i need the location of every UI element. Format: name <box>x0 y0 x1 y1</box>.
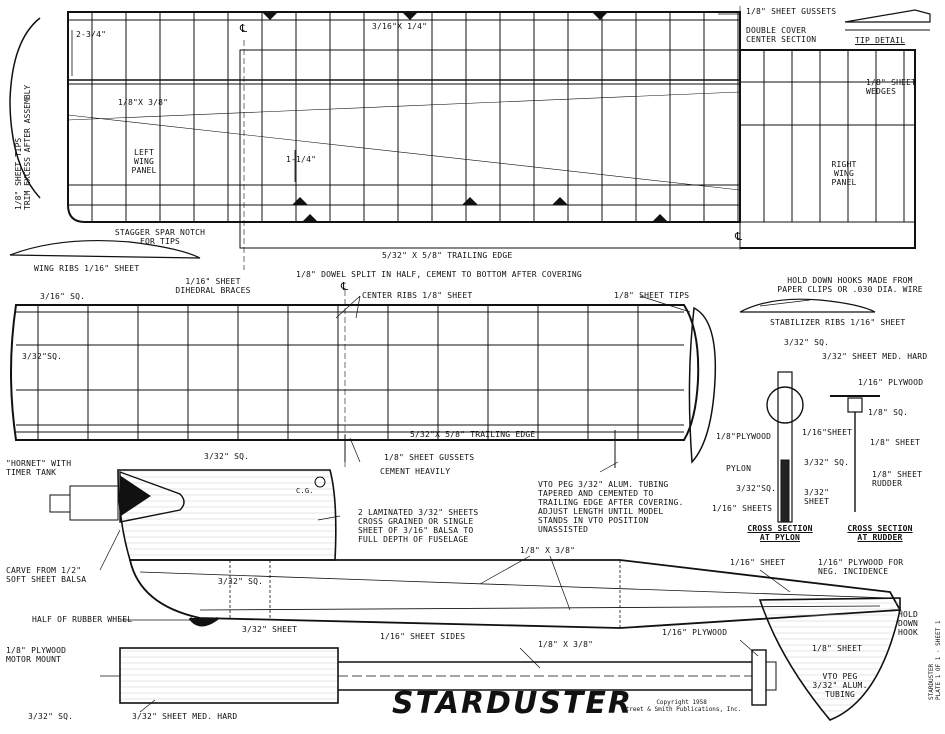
label-fuse-3-32-sheet: 3/32" SHEET <box>242 625 298 634</box>
label-double-cover-2: CENTER SECTION <box>746 35 817 44</box>
label-fuse-3-32-sq-top: 3/32" SQ. <box>204 452 250 461</box>
label-sheet-sides: 1/16" SHEET SIDES <box>380 632 466 641</box>
label-cs-plywood-1-8: 1/8"PLYWOOD <box>716 432 772 441</box>
label-dim-2-3-4: 2-3/4" <box>76 30 107 39</box>
label-cs-plywood-1-16: 1/16" PLYWOOD <box>858 378 924 387</box>
label-cs-3-32-sq: 3/32" SQ. <box>784 338 830 347</box>
wing-gusset <box>402 12 418 20</box>
label-cs-3-32-sq-c: 3/32"SQ. <box>736 484 777 493</box>
label-cement-heavily: CEMENT HEAVILY <box>380 467 451 476</box>
label-pylon: PYLON <box>726 464 752 473</box>
label-spar-1-8x3-8: 1/8"X 3/8" <box>118 98 169 107</box>
label-cs-1-16-sheet: 1/16"SHEET <box>802 428 853 437</box>
label-dim-1-1-4: 1-1/4" <box>286 155 317 164</box>
label-spar-top: 3/16"X 1/4" <box>372 22 428 31</box>
stabilizer-plan <box>10 304 717 468</box>
label-stab-3-16-sq: 3/16" SQ. <box>40 292 86 301</box>
label-cs-3-32-sheet: 3/32"SHEET <box>804 488 830 506</box>
label-stab-ribs: STABILIZER RIBS 1/16" SHEET <box>770 318 906 327</box>
label-tip-detail: TIP DETAIL <box>855 36 906 45</box>
label-fuse-spar: 1/8" X 3/8" <box>520 546 576 555</box>
label-carve: CARVE FROM 1/2"SOFT SHEET BALSA <box>6 566 87 584</box>
label-stab-trailing-edge: 5/32"X 5/8" TRAILING EDGE <box>410 430 536 439</box>
wing-gusset <box>262 12 278 20</box>
label-cs-med-hard: 3/32" SHEET MED. HARD <box>822 352 928 361</box>
label-stab-3-32-sq: 3/32"SQ. <box>22 352 63 361</box>
label-dowel: 1/8" DOWEL SPLIT IN HALF, CEMENT TO BOTT… <box>296 270 582 279</box>
label-cs-1-8-sheet: 1/8" SHEET <box>870 438 921 447</box>
wing-gussets <box>262 12 668 222</box>
label-fuse-1-16-sheet: 1/16" SHEET <box>730 558 786 567</box>
wing-gusset <box>462 197 478 205</box>
plan-title: STARDUSTER <box>392 686 633 721</box>
label-cs-3-32-sq-b: 3/32" SQ. <box>804 458 850 467</box>
wing-gusset <box>652 214 668 222</box>
label-cs-1-16-sheets: 1/16" SHEETS <box>712 504 773 513</box>
label-rubber-wheel: HALF OF RUBBER WHEEL <box>32 615 133 624</box>
leader-lines <box>99 13 811 713</box>
wing-gusset <box>292 197 308 205</box>
wing-gusset <box>552 197 568 205</box>
motor-stick <box>100 647 777 706</box>
stabilizer-ribs <box>37 305 639 440</box>
label-wing-gussets: 1/8" SHEET GUSSETS <box>746 7 837 16</box>
label-centerline-3: ℄ <box>341 280 349 293</box>
label-motor-spar: 1/8" X 3/8" <box>538 640 594 649</box>
label-double-cover-1: DOUBLE COVER <box>746 26 807 35</box>
label-plywood-1-16: 1/16" PLYWOOD <box>662 628 728 637</box>
label-centerline-1: ℄ <box>240 22 248 35</box>
label-stab-gussets: 1/8" SHEET GUSSETS <box>384 453 475 462</box>
label-stab-tips: 1/8" SHEET TIPS <box>614 291 690 300</box>
label-wing-trailing-edge: 5/32" X 5/8" TRAILING EDGE <box>382 251 513 260</box>
label-center-ribs: CENTER RIBS 1/8" SHEET <box>362 291 473 300</box>
label-rudder-sheet: 1/8" SHEET <box>812 644 863 653</box>
wing-ribs <box>91 12 905 222</box>
label-cs-1-8-sq: 1/8" SQ. <box>868 408 909 417</box>
label-wing-ribs: WING RIBS 1/16" SHEET <box>34 264 140 273</box>
label-med-hard: 3/32" SHEET MED. HARD <box>132 712 238 721</box>
cross-sections <box>766 371 880 523</box>
label-cg: C.G. <box>296 487 314 495</box>
label-centerline-2: ℄ <box>735 230 743 243</box>
wing-gusset <box>592 12 608 20</box>
wing-plan <box>9 6 931 470</box>
label-bottom-3-32-sq: 3/32" SQ. <box>28 712 74 721</box>
wing-gusset <box>302 214 318 222</box>
fuselage-side <box>49 469 902 721</box>
label-fuse-3-32-sq-mid: 3/32" SQ. <box>218 577 264 586</box>
